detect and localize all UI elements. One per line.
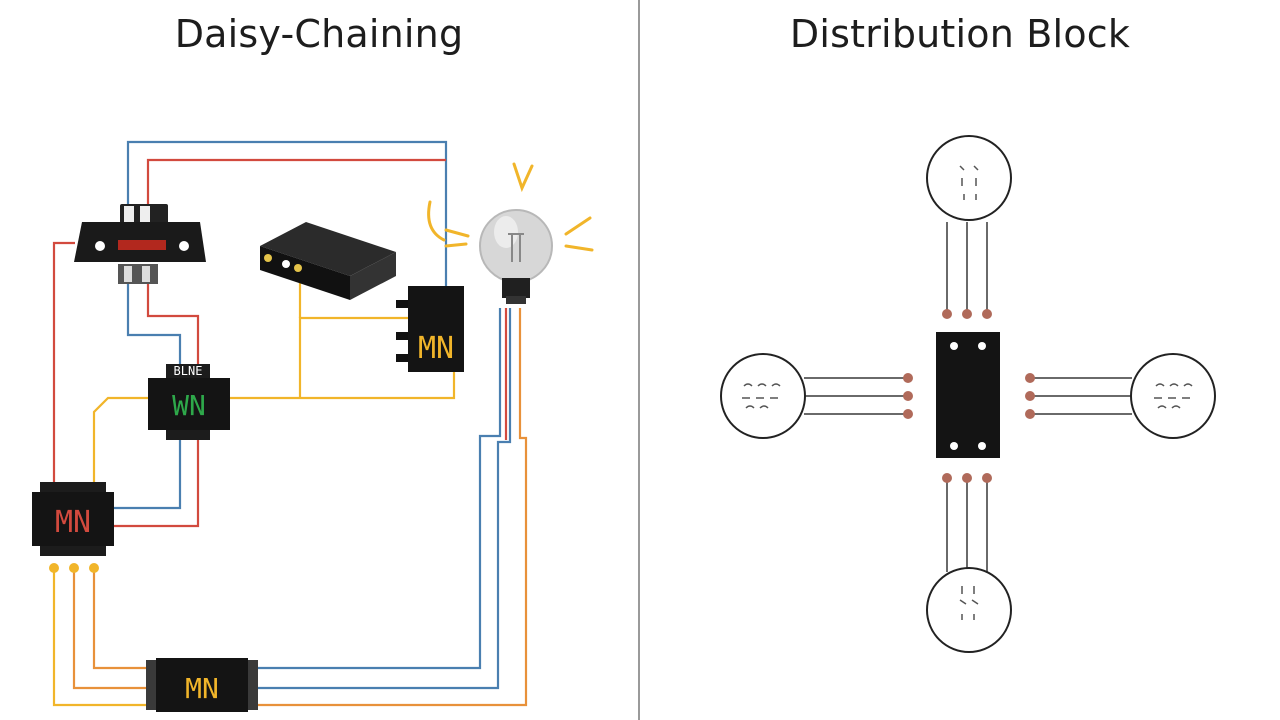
panel-divider — [638, 0, 640, 720]
daisy-chain-diagram: MN BLNE WN MN — [32, 140, 594, 712]
power-strip — [74, 204, 206, 284]
wire-yellow-bottom — [52, 572, 148, 707]
distribution-block-title: Distribution Block — [789, 12, 1131, 56]
wire-red-strip-left — [52, 241, 75, 490]
wire-yellow-router — [298, 316, 408, 398]
wire-blue-bulb — [258, 308, 502, 670]
circle-marks — [742, 165, 1193, 620]
center-chip: BLNE WN — [148, 364, 230, 440]
load-circles — [720, 135, 1216, 653]
wire-yellow-center-relay — [230, 370, 456, 400]
wire-red-top — [146, 158, 446, 210]
wire-yellow-left — [92, 396, 148, 490]
wire-blue-top — [126, 140, 448, 290]
relay-label: MN — [418, 331, 454, 366]
wire-orange-bottom — [72, 572, 148, 690]
daisy-chaining-title: Daisy-Chaining — [174, 12, 464, 56]
wire-orange-bottom-2 — [92, 572, 148, 670]
wire-red-center-left — [114, 430, 200, 528]
distribution-wires — [804, 222, 1132, 572]
load-circle-left — [720, 353, 806, 439]
wire-orange-bulb — [258, 308, 528, 707]
wires — [52, 140, 528, 707]
wire-blue-strip-center — [126, 282, 182, 378]
distribution-block-diagram — [720, 135, 1216, 653]
light-rays — [427, 162, 594, 252]
center-chip-label: WN — [172, 389, 206, 422]
center-chip-top-label: BLNE — [174, 364, 203, 378]
load-circle-right — [1130, 353, 1216, 439]
bottom-chip: MN — [146, 658, 258, 712]
relay-module: MN — [396, 286, 464, 372]
wire-blue-bulb-2 — [258, 308, 512, 690]
wire-red-strip-center — [146, 282, 200, 378]
terminals — [903, 309, 1035, 483]
load-circle-bottom — [926, 567, 1012, 653]
left-chip-label: MN — [55, 505, 91, 540]
distribution-block — [936, 332, 1000, 458]
load-circle-top — [926, 135, 1012, 221]
light-bulb — [427, 162, 594, 304]
bottom-chip-label: MN — [185, 672, 219, 705]
left-chip: MN — [32, 482, 114, 573]
router-box — [260, 222, 396, 300]
wire-blue-center-left — [114, 430, 182, 510]
